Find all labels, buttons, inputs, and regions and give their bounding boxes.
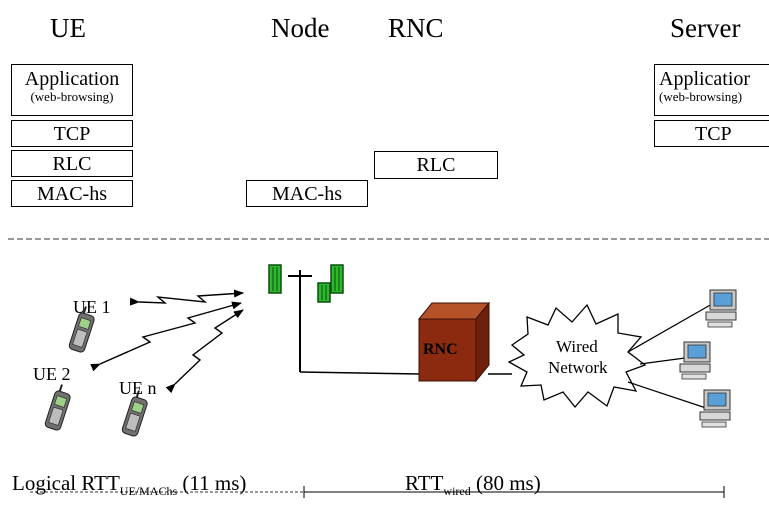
ue1-label: UE 1 bbox=[73, 297, 111, 317]
phone-icon-ue2 bbox=[44, 384, 71, 431]
ue2-label: UE 2 bbox=[33, 364, 71, 384]
ue-application-layer: Application (web-browsing) bbox=[11, 64, 133, 116]
ue-mac-layer: MAC-hs bbox=[11, 180, 133, 207]
rnc-box-label: RNC bbox=[423, 341, 458, 358]
wired-network-label-line1: Wired bbox=[556, 337, 598, 356]
rnc-box-icon bbox=[417, 301, 491, 383]
rtt-logical-prefix: Logical RTT bbox=[12, 471, 120, 495]
rtt-logical-suffix: (11 ms) bbox=[177, 471, 247, 495]
header-rnc: RNC bbox=[388, 13, 444, 43]
wired-network-label-line2: Network bbox=[548, 358, 608, 377]
base-station-icon bbox=[268, 264, 344, 372]
phone-icon-ue1 bbox=[68, 306, 95, 353]
radio-link-uen bbox=[165, 309, 244, 394]
rtt-logical-label: Logical RTTUE/MAChs (11 ms) bbox=[12, 470, 246, 504]
uen-label: UE n bbox=[119, 378, 157, 398]
rtt-logical-subscript: UE/MAChs bbox=[119, 484, 178, 499]
rtt-wired-subscript: wired bbox=[443, 484, 471, 499]
server-application-sublabel: (web-browsing) bbox=[659, 89, 743, 104]
ue-tcp-layer: TCP bbox=[11, 120, 133, 147]
rtt-wired-label: RTTwired (80 ms) bbox=[405, 470, 541, 504]
cloud-computer1-link bbox=[627, 303, 713, 353]
header-ue: UE bbox=[50, 13, 86, 43]
phone-icon-uen bbox=[121, 390, 148, 437]
server-application-label: Applicatior bbox=[659, 68, 751, 90]
server-tcp-layer: TCP bbox=[654, 120, 769, 147]
ue-rlc-layer: RLC bbox=[11, 150, 133, 177]
server-application-layer: Applicatior (web-browsing) bbox=[654, 64, 769, 116]
rtt-wired-prefix: RTT bbox=[405, 471, 444, 495]
radio-link-ue1 bbox=[129, 289, 244, 306]
server-computer-icon-2 bbox=[679, 341, 711, 380]
node-mac-layer: MAC-hs bbox=[246, 180, 368, 207]
header-node: Node bbox=[271, 13, 330, 43]
server-computer-icon-1 bbox=[705, 289, 737, 328]
cloud-computer3-link bbox=[627, 381, 707, 409]
wired-network-cloud bbox=[507, 303, 647, 409]
rnc-rlc-layer: RLC bbox=[374, 151, 498, 179]
header-server: Server bbox=[670, 13, 741, 43]
ue-application-label: Application bbox=[24, 68, 120, 90]
rtt-wired-suffix: (80 ms) bbox=[470, 471, 541, 495]
server-computer-icon-3 bbox=[699, 389, 731, 428]
tower-rnc-link bbox=[299, 371, 421, 375]
ue-application-sublabel: (web-browsing) bbox=[30, 89, 114, 104]
radio-link-ue2 bbox=[90, 301, 242, 372]
